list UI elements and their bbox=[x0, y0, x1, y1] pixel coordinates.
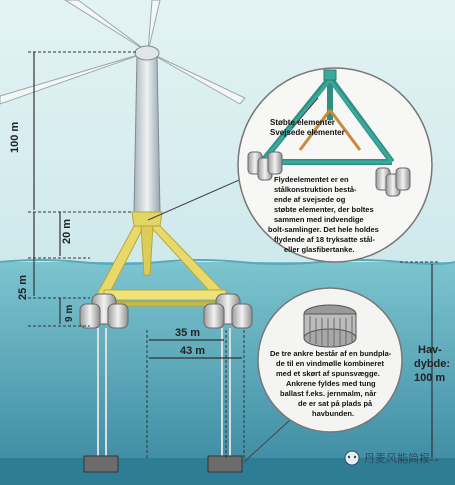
anchor-text-line: De tre ankre består af en bundpla- bbox=[270, 349, 392, 358]
dimension-arrows bbox=[33, 52, 433, 458]
float-text-line: flydende af 18 tryksatte stål- bbox=[274, 235, 375, 244]
callout-cast-elements: Støbte elementer bbox=[270, 118, 335, 127]
watermark: 丹麦风能简报 bbox=[344, 450, 430, 466]
float-text-line: ende af svejsede og bbox=[274, 195, 346, 204]
float-description: Flydeelementet er en stålkonstruktion be… bbox=[268, 175, 379, 254]
float-text-line: Flydeelementet er en bbox=[274, 175, 349, 184]
buoyancy-tanks-right bbox=[203, 293, 253, 329]
anchor-text-line: ballast f.eks. jernmalm, når bbox=[280, 389, 376, 398]
anchors bbox=[83, 455, 243, 473]
dim-20m: 20 m bbox=[61, 219, 73, 244]
dim-100m: 100 m bbox=[9, 122, 21, 153]
nacelle bbox=[134, 45, 160, 61]
float-text-line: stålkonstruktion bestå- bbox=[274, 185, 357, 194]
buoyancy-tanks-left bbox=[79, 293, 129, 329]
anchor-text-line: havbunden. bbox=[312, 409, 354, 418]
anchor-skirt-illustration bbox=[303, 304, 357, 348]
callout-welded-elements: Svejsede elementer bbox=[270, 128, 345, 137]
dim-25m: 25 m bbox=[17, 275, 29, 300]
chat-icon bbox=[344, 450, 360, 466]
float-text-line: sammen med indvendige bbox=[274, 215, 364, 224]
watermark-text: 丹麦风能简报 bbox=[364, 451, 430, 465]
anchor-text-line: Ankrene fyldes med tung bbox=[286, 379, 376, 388]
rotor-blades bbox=[0, 0, 246, 105]
dimension-lines bbox=[28, 51, 440, 461]
anchor-text-line: de til en vindmølle kombineret bbox=[276, 359, 384, 368]
depth-label-line1: Hav- bbox=[418, 344, 442, 356]
anchor-text-line: de er sat på plads på bbox=[298, 399, 373, 408]
float-text-line: eller glasfibertanke. bbox=[284, 245, 354, 254]
depth-label-line2: dybde: bbox=[414, 358, 450, 370]
float-text-line: bolt-samlinger. Det hele holdes bbox=[268, 225, 379, 234]
mooring-lines bbox=[97, 328, 231, 458]
dim-43m: 43 m bbox=[180, 345, 205, 357]
float-text-line: støbte elementer, der boltes bbox=[274, 205, 374, 214]
tower bbox=[133, 54, 161, 213]
anchor-text-line: med et skørt af spunsvægge. bbox=[276, 369, 380, 378]
anchor-callout: De tre ankre består af en bundpla- de ti… bbox=[243, 287, 403, 463]
depth-label-line3: 100 m bbox=[414, 372, 445, 384]
sea-surface bbox=[0, 259, 455, 265]
dim-35m: 35 m bbox=[175, 327, 200, 339]
float-callout: Støbte elementer Svejsede elementer Flyd… bbox=[147, 67, 433, 263]
anchor-description: De tre ankre består af en bundpla- de ti… bbox=[270, 349, 392, 418]
dim-9m: 9 m bbox=[64, 305, 75, 322]
